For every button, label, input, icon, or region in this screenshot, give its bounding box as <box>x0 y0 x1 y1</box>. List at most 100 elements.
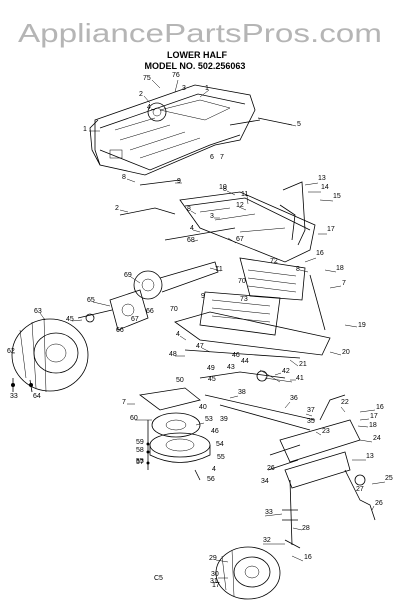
part-callout-6: 6 <box>210 154 214 161</box>
part-callout-60: 60 <box>130 415 138 422</box>
transmission <box>77 261 219 331</box>
part-callout-36: 36 <box>290 395 298 402</box>
part-callout-4: 4 <box>212 466 216 473</box>
part-callout-16: 16 <box>316 250 324 257</box>
part-callout-65: 65 <box>87 297 95 304</box>
part-callout-20: 20 <box>342 349 350 356</box>
part-callout-21: 21 <box>299 361 307 368</box>
part-callout-13: 13 <box>318 175 326 182</box>
part-callout-71: 71 <box>215 266 223 273</box>
part-callout-9: 9 <box>177 178 181 185</box>
part-callout-22: 22 <box>341 399 349 406</box>
part-callout-39: 39 <box>220 416 228 423</box>
part-callout-72: 72 <box>270 258 278 265</box>
part-callout-47: 47 <box>196 343 204 350</box>
part-callout-2: 2 <box>139 91 143 98</box>
main-frame <box>89 84 293 186</box>
part-callout-46: 46 <box>232 352 240 359</box>
part-callout-40: 40 <box>199 404 207 411</box>
part-callout-70: 70 <box>170 306 178 313</box>
part-callout-67: 67 <box>131 316 139 323</box>
part-callout-13: 13 <box>366 453 374 460</box>
part-callout-68: 68 <box>187 237 195 244</box>
part-callout-25: 25 <box>385 475 393 482</box>
model-number: MODEL NO. 502.256063 <box>145 61 246 71</box>
part-callout-34: 34 <box>261 478 269 485</box>
part-callout-11: 11 <box>241 191 248 198</box>
part-callout-35: 35 <box>307 418 315 425</box>
part-callout-8: 8 <box>122 174 126 181</box>
part-callout-5: 5 <box>297 121 301 128</box>
part-callout-67: 67 <box>236 236 244 243</box>
part-callout-24: 24 <box>373 435 381 442</box>
part-callout-58: 58 <box>136 447 144 454</box>
part-callout-4: 4 <box>176 331 180 338</box>
front-axle <box>267 394 376 549</box>
part-callout-7: 7 <box>220 154 224 161</box>
diagram-title: LOWER HALF <box>167 50 227 60</box>
part-callout-44: 44 <box>241 358 249 365</box>
part-callout-32: 32 <box>263 537 271 544</box>
part-callout-33: 33 <box>10 393 18 400</box>
part-callout-7: 7 <box>122 399 126 406</box>
part-callout-57: 57 <box>136 459 144 466</box>
mid-frame <box>119 181 316 263</box>
part-callout-8: 8 <box>223 186 227 193</box>
part-callout-10: 10 <box>219 184 227 191</box>
part-callout-53: 53 <box>205 416 213 423</box>
part-callout-26: 26 <box>375 500 383 507</box>
part-callout-56: 56 <box>207 476 215 483</box>
part-callout-69: 69 <box>124 272 132 279</box>
part-callout-19: 19 <box>358 322 366 329</box>
footer-code: C5 <box>154 575 163 582</box>
part-callout-45: 45 <box>208 376 216 383</box>
part-callout-66: 66 <box>146 308 154 315</box>
part-callout-37: 37 <box>307 407 315 414</box>
part-callout-18: 18 <box>369 422 377 429</box>
part-callout-4: 4 <box>190 225 194 232</box>
part-callout-55: 55 <box>217 454 225 461</box>
part-callout-15: 15 <box>333 193 341 200</box>
part-callout-66: 66 <box>116 327 124 334</box>
part-callout-7: 7 <box>342 280 346 287</box>
part-callout-46: 46 <box>211 428 219 435</box>
part-callout-9: 9 <box>201 293 205 300</box>
part-callout-1: 1 <box>83 126 87 133</box>
rear-wheel <box>11 317 89 393</box>
part-callout-28: 28 <box>302 525 310 532</box>
part-callout-31: 31 <box>210 578 218 585</box>
foot-plates <box>174 257 331 356</box>
watermark: AppliancePartsPros.com <box>18 18 382 48</box>
part-callout-54: 54 <box>216 441 224 448</box>
part-callout-75: 75 <box>143 75 151 82</box>
part-callout-41: 41 <box>296 375 304 382</box>
part-callout-3: 3 <box>210 213 214 220</box>
part-callout-18: 18 <box>336 265 344 272</box>
part-callout-38: 38 <box>238 389 246 396</box>
part-callout-43: 43 <box>227 364 235 371</box>
part-callout-1: 1 <box>205 85 209 92</box>
part-callout-45: 45 <box>66 316 74 323</box>
linkage-rods <box>184 349 316 431</box>
part-callout-59: 59 <box>136 439 144 446</box>
part-callout-2: 2 <box>115 205 119 212</box>
part-callout-27: 27 <box>356 486 364 493</box>
part-callout-50: 50 <box>176 377 184 384</box>
part-callout-17: 17 <box>212 582 220 589</box>
front-wheel <box>215 546 281 600</box>
part-callout-8: 8 <box>296 266 300 273</box>
part-callout-12: 12 <box>236 202 244 209</box>
part-callout-17: 17 <box>370 413 378 420</box>
part-callout-63: 63 <box>34 308 42 315</box>
part-callout-48: 48 <box>169 351 177 358</box>
part-callout-73: 73 <box>240 296 248 303</box>
part-callout-33: 33 <box>265 509 273 516</box>
part-callout-16: 16 <box>376 404 384 411</box>
part-callout-14: 14 <box>321 184 329 191</box>
part-callout-76: 76 <box>172 72 180 79</box>
part-callout-23: 23 <box>322 428 330 435</box>
part-callout-42: 42 <box>282 368 290 375</box>
part-callout-29: 29 <box>209 555 217 562</box>
